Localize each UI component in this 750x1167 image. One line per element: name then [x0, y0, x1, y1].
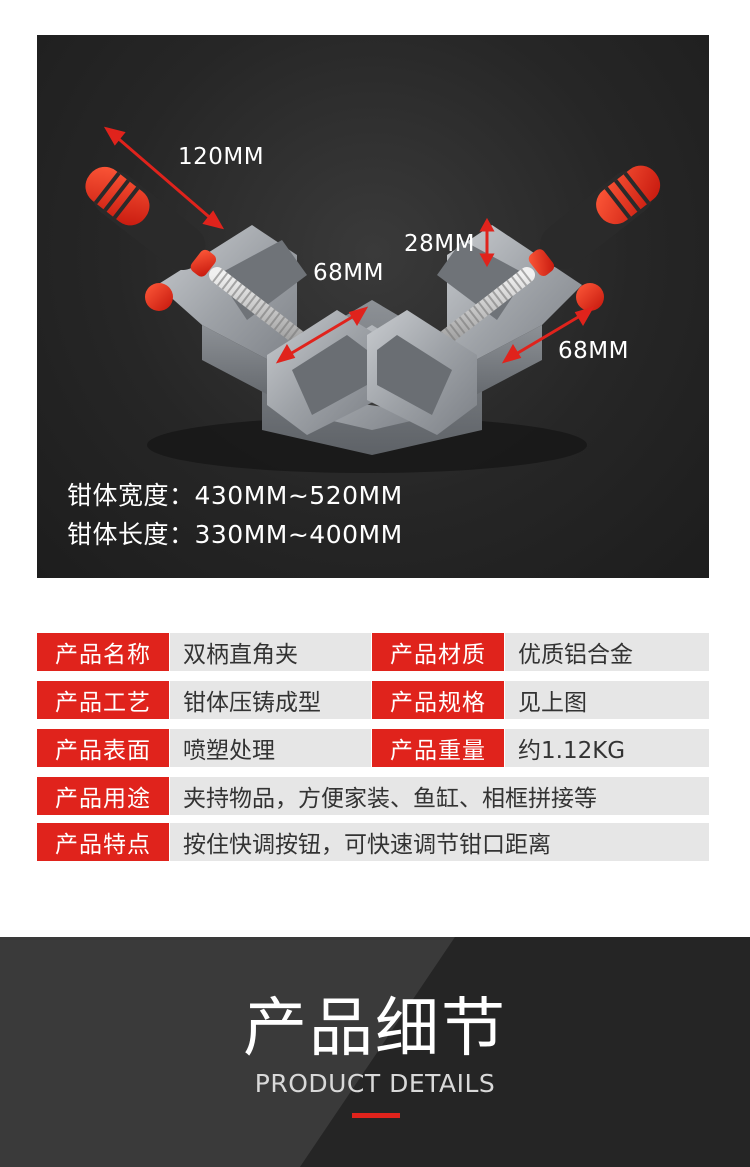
banner-background-shape	[0, 937, 750, 1167]
table-row: 产品特点 按住快调按钮，可快速调节钳口距离	[37, 823, 709, 861]
accent-bar	[352, 1113, 400, 1118]
dimension-label-jaw-height: 28MM	[404, 231, 475, 257]
spec-label: 产品特点	[37, 823, 169, 861]
spec-label: 产品规格	[372, 681, 504, 719]
spec-label: 产品材质	[372, 633, 504, 671]
dimension-label-jaw-right: 68MM	[558, 338, 629, 364]
spec-value: 钳体压铸成型	[170, 681, 371, 719]
dimension-arrows	[103, 126, 595, 364]
spec-table: 产品名称 双柄直角夹 产品材质 优质铝合金 产品工艺 钳体压铸成型 产品规格 见…	[37, 633, 709, 871]
spec-value: 夹持物品，方便家装、鱼缸、相框拼接等	[170, 777, 709, 815]
table-row: 产品表面 喷塑处理 产品重量 约1.12KG	[37, 729, 709, 767]
spec-value: 按住快调按钮，可快速调节钳口距离	[170, 823, 709, 861]
table-row: 产品工艺 钳体压铸成型 产品规格 见上图	[37, 681, 709, 719]
dimension-label-handle: 120MM	[178, 144, 265, 170]
spec-clamp-width: 钳体宽度：430MM~520MM	[67, 481, 403, 510]
spec-clamp-length: 钳体长度：330MM~400MM	[67, 520, 403, 549]
section-subtitle: PRODUCT DETAILS	[254, 1069, 496, 1098]
section-title: 产品细节	[243, 992, 507, 1066]
section-banner: 产品细节 PRODUCT DETAILS	[0, 937, 750, 1167]
spec-value: 优质铝合金	[505, 633, 709, 671]
spec-label: 产品名称	[37, 633, 169, 671]
spec-label: 产品工艺	[37, 681, 169, 719]
table-row: 产品名称 双柄直角夹 产品材质 优质铝合金	[37, 633, 709, 671]
corner-clamp-illustration	[85, 126, 661, 473]
spec-label: 产品表面	[37, 729, 169, 767]
dimension-label-jaw-left: 68MM	[313, 260, 384, 286]
product-photo-panel: 120MM 68MM 28MM 68MM 钳体宽度：430MM~520MM 钳体…	[37, 35, 709, 578]
spec-value: 约1.12KG	[505, 729, 709, 767]
table-row: 产品用途 夹持物品，方便家装、鱼缸、相框拼接等	[37, 777, 709, 815]
spec-label: 产品用途	[37, 777, 169, 815]
spec-value: 喷塑处理	[170, 729, 371, 767]
spec-label: 产品重量	[372, 729, 504, 767]
spec-value: 见上图	[505, 681, 709, 719]
spec-value: 双柄直角夹	[170, 633, 371, 671]
